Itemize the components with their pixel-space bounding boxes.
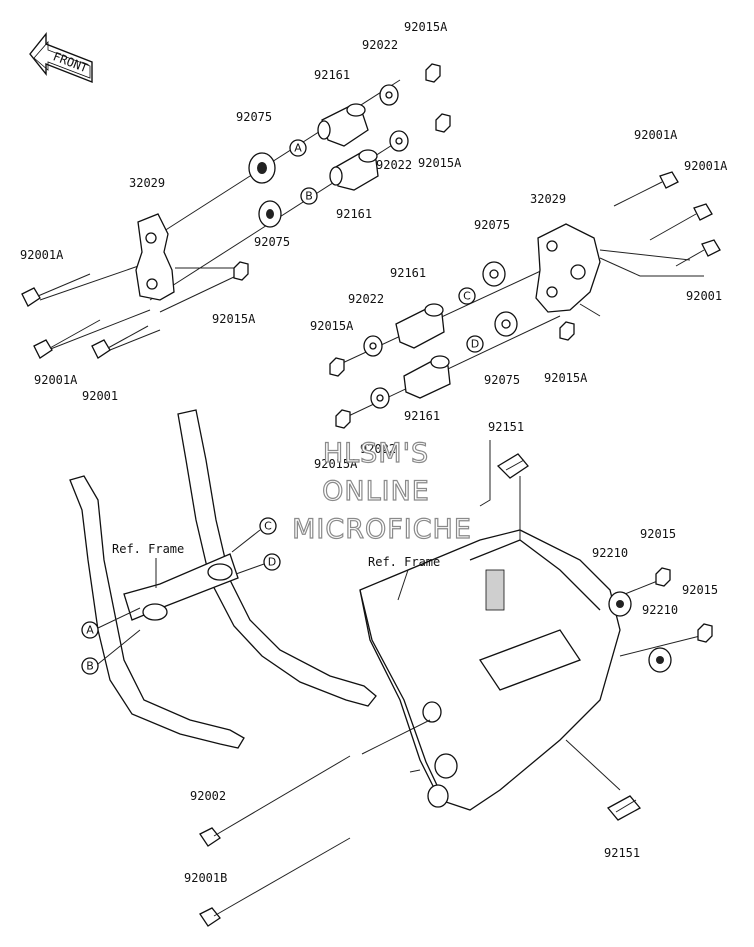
- nut-92015A-left: [233, 261, 249, 281]
- bolt-92001-left: [91, 325, 149, 359]
- callout-B-frame: B: [81, 629, 141, 675]
- label-92075-left: 92075: [236, 110, 272, 124]
- rubber-mount-92161-right-upper: [395, 303, 445, 349]
- label-92015-2: 92015: [682, 583, 718, 597]
- washer-92075-right: [482, 261, 506, 287]
- label-92210-2: 92210: [642, 603, 678, 617]
- ref-frame-labels: Ref. Frame Ref. Frame: [112, 542, 440, 601]
- collar-92210-lower: [648, 647, 672, 673]
- callout-A-upper: A: [289, 139, 307, 157]
- label-92015-1: 92015: [640, 527, 676, 541]
- label-92022-mid: 92022: [376, 158, 412, 172]
- label-32029-left: 32029: [129, 176, 165, 190]
- label-92210-1: 92210: [592, 546, 628, 560]
- watermark: HLSM'S ONLINE MICROFICHE: [291, 437, 472, 545]
- washer-92075-right-lower: [494, 311, 518, 337]
- label-92001A-leftbot: 92001A: [34, 373, 78, 387]
- label-92161-mid: 92161: [336, 207, 372, 221]
- bolt-92001A-left: [21, 273, 91, 307]
- label-92015A-rlow: 92015A: [544, 371, 588, 385]
- label-92015A-leftlow: 92015A: [212, 312, 256, 326]
- label-92015A-rmid: 92015A: [310, 319, 354, 333]
- front-arrow: FRONT: [29, 32, 93, 84]
- bolt-92001A-right-2: [649, 203, 713, 241]
- label-92161-rlow: 92161: [404, 409, 440, 423]
- label-92002: 92002: [190, 789, 226, 803]
- nut-92015-lower: [697, 623, 713, 643]
- label-32029-right: 32029: [530, 192, 566, 206]
- callout-D-right-letter: D: [471, 338, 479, 351]
- label-92161-rmid: 92161: [390, 266, 426, 280]
- part-labels: 92015A 92022 92161 92075 92015A 92022 92…: [20, 20, 728, 885]
- watermark-line-1: HLSM'S: [323, 438, 429, 469]
- bolt-92001-right: [675, 239, 721, 267]
- label-92001-right: 92001: [686, 289, 722, 303]
- ref-frame-left: Ref. Frame: [112, 542, 184, 556]
- callout-C-frame: C: [231, 517, 277, 553]
- label-92001B: 92001B: [184, 871, 227, 885]
- label-92075-leftlow: 92075: [254, 235, 290, 249]
- watermark-line-2: ONLINE: [322, 476, 430, 507]
- label-92015A-bot: 92015A: [314, 457, 358, 471]
- bolt-92001A-right-1: [613, 171, 679, 207]
- nut-92015A-right-mid: [329, 357, 345, 377]
- callout-A-frame: A: [81, 607, 141, 639]
- label-92075-right: 92075: [474, 218, 510, 232]
- callout-B-upper-letter: B: [305, 190, 313, 203]
- callout-C-right: C: [458, 287, 476, 305]
- label-92022-rmid: 92022: [348, 292, 384, 306]
- callout-C-frame-letter: C: [264, 520, 272, 533]
- callout-B-frame-letter: B: [86, 660, 94, 673]
- callout-D-frame: D: [235, 553, 281, 575]
- label-92001A-left: 92001A: [20, 248, 64, 262]
- frame-tubes-left: [69, 409, 377, 749]
- washer-92022-bottom: [370, 387, 390, 409]
- stud-92151-top: [496, 453, 529, 479]
- label-92151-top: 92151: [488, 420, 524, 434]
- watermark-line-3: MICROFICHE: [292, 514, 472, 545]
- washer-92022-upper: [379, 84, 399, 106]
- stud-92151-bottom: [606, 795, 642, 821]
- bushing-92075-lower: [258, 200, 282, 228]
- label-92075-rlow: 92075: [484, 373, 520, 387]
- callout-B-upper: B: [300, 187, 318, 205]
- engine-crankcase: [359, 529, 621, 811]
- nut-92015A-right: [559, 321, 575, 341]
- bushing-92075-upper: [248, 152, 276, 184]
- bracket-32029-left: [135, 213, 175, 301]
- rubber-mount-92161-right-lower: [403, 355, 451, 399]
- label-92161-top: 92161: [314, 68, 350, 82]
- callout-A-frame-letter: A: [86, 624, 94, 637]
- bolt-92001A-left-lower: [33, 319, 101, 359]
- bracket-32029-right: [535, 223, 601, 313]
- rubber-mount-92161-upper: [317, 103, 369, 147]
- nut-92015A-bottom: [335, 409, 351, 429]
- nut-92015-upper: [655, 567, 671, 587]
- nut-92015A-upper: [425, 63, 441, 83]
- callout-D-right: D: [466, 335, 484, 353]
- rubber-mount-92161-middle: [329, 149, 379, 191]
- label-92001A-right1: 92001A: [634, 128, 678, 142]
- callout-D-frame-letter: D: [268, 556, 276, 569]
- collar-92210-upper: [608, 591, 632, 617]
- label-92022-bot: 92022: [360, 442, 396, 456]
- label-92001-leftbot: 92001: [82, 389, 118, 403]
- label-92022-top: 92022: [362, 38, 398, 52]
- bolt-92002: [199, 755, 351, 847]
- label-92001A-right2: 92001A: [684, 159, 728, 173]
- ref-frame-right: Ref. Frame: [368, 555, 440, 569]
- nut-92015A-middle: [435, 113, 451, 133]
- washer-92022-middle: [389, 130, 409, 152]
- bolt-92001B: [199, 837, 351, 927]
- washer-92022-right-mid: [363, 335, 383, 357]
- callout-A-upper-letter: A: [294, 142, 302, 155]
- label-92015A-top: 92015A: [404, 20, 448, 34]
- callout-C-right-letter: C: [463, 290, 471, 303]
- label-92151-bot: 92151: [604, 846, 640, 860]
- label-92015A-mid: 92015A: [418, 156, 462, 170]
